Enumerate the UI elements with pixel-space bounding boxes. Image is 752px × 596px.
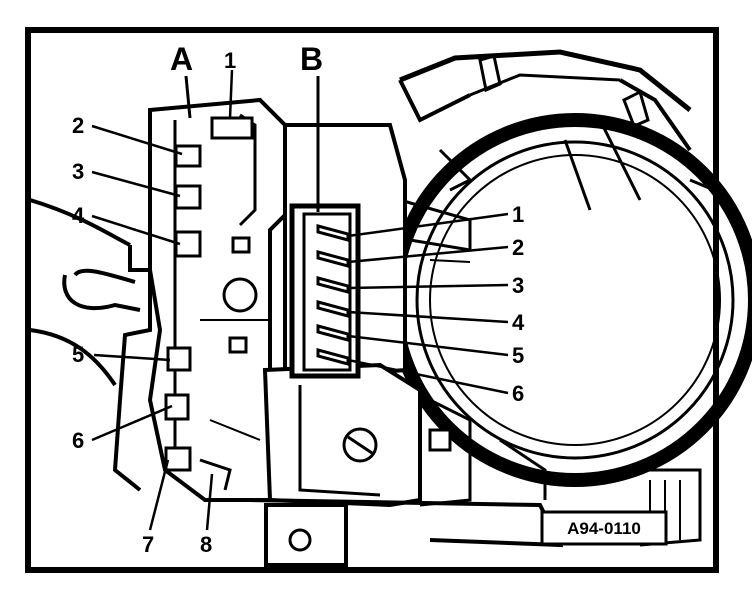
connector-a-callouts (91, 69, 234, 531)
connector-a-pin-labels: 1 2 3 4 5 6 7 8 (72, 48, 236, 557)
connector-a-label: A (170, 41, 193, 119)
figure-reference: A94-0110 (540, 510, 668, 546)
harness-bracket (29, 198, 152, 492)
connector-b-pin-3: 3 (512, 273, 524, 298)
connector-a-pin-6: 6 (72, 428, 84, 453)
connector-b-pin-6: 6 (512, 381, 524, 406)
connector-a-pin-3: 3 (72, 159, 84, 184)
connector-b-label: B (300, 41, 323, 212)
connector-a-pin-1: 1 (224, 48, 236, 73)
connector-b-pin-5: 5 (512, 343, 524, 368)
connector-b-pin-contacts (316, 224, 350, 366)
connector-b-pin-4: 4 (512, 310, 525, 335)
connector-b-pin-labels: 1 2 3 4 5 6 (512, 202, 525, 406)
connector-b-pin-1: 1 (512, 202, 524, 227)
connector-a-pin-4: 4 (72, 203, 85, 228)
connector-b-pin-2: 2 (512, 235, 524, 260)
figure-ref-text: A94-0110 (567, 519, 641, 538)
connector-a-pin-5: 5 (72, 342, 84, 367)
connector-a-pin-7: 7 (142, 532, 154, 557)
connector-a-letter: A (170, 41, 193, 77)
connector-a-pin-8: 8 (200, 532, 212, 557)
connector-b-housing (289, 203, 361, 379)
connector-a-housing (147, 97, 287, 502)
connector-b-letter: B (300, 41, 323, 77)
connector-a-pin-2: 2 (72, 113, 84, 138)
connector-b-callouts (347, 212, 509, 395)
